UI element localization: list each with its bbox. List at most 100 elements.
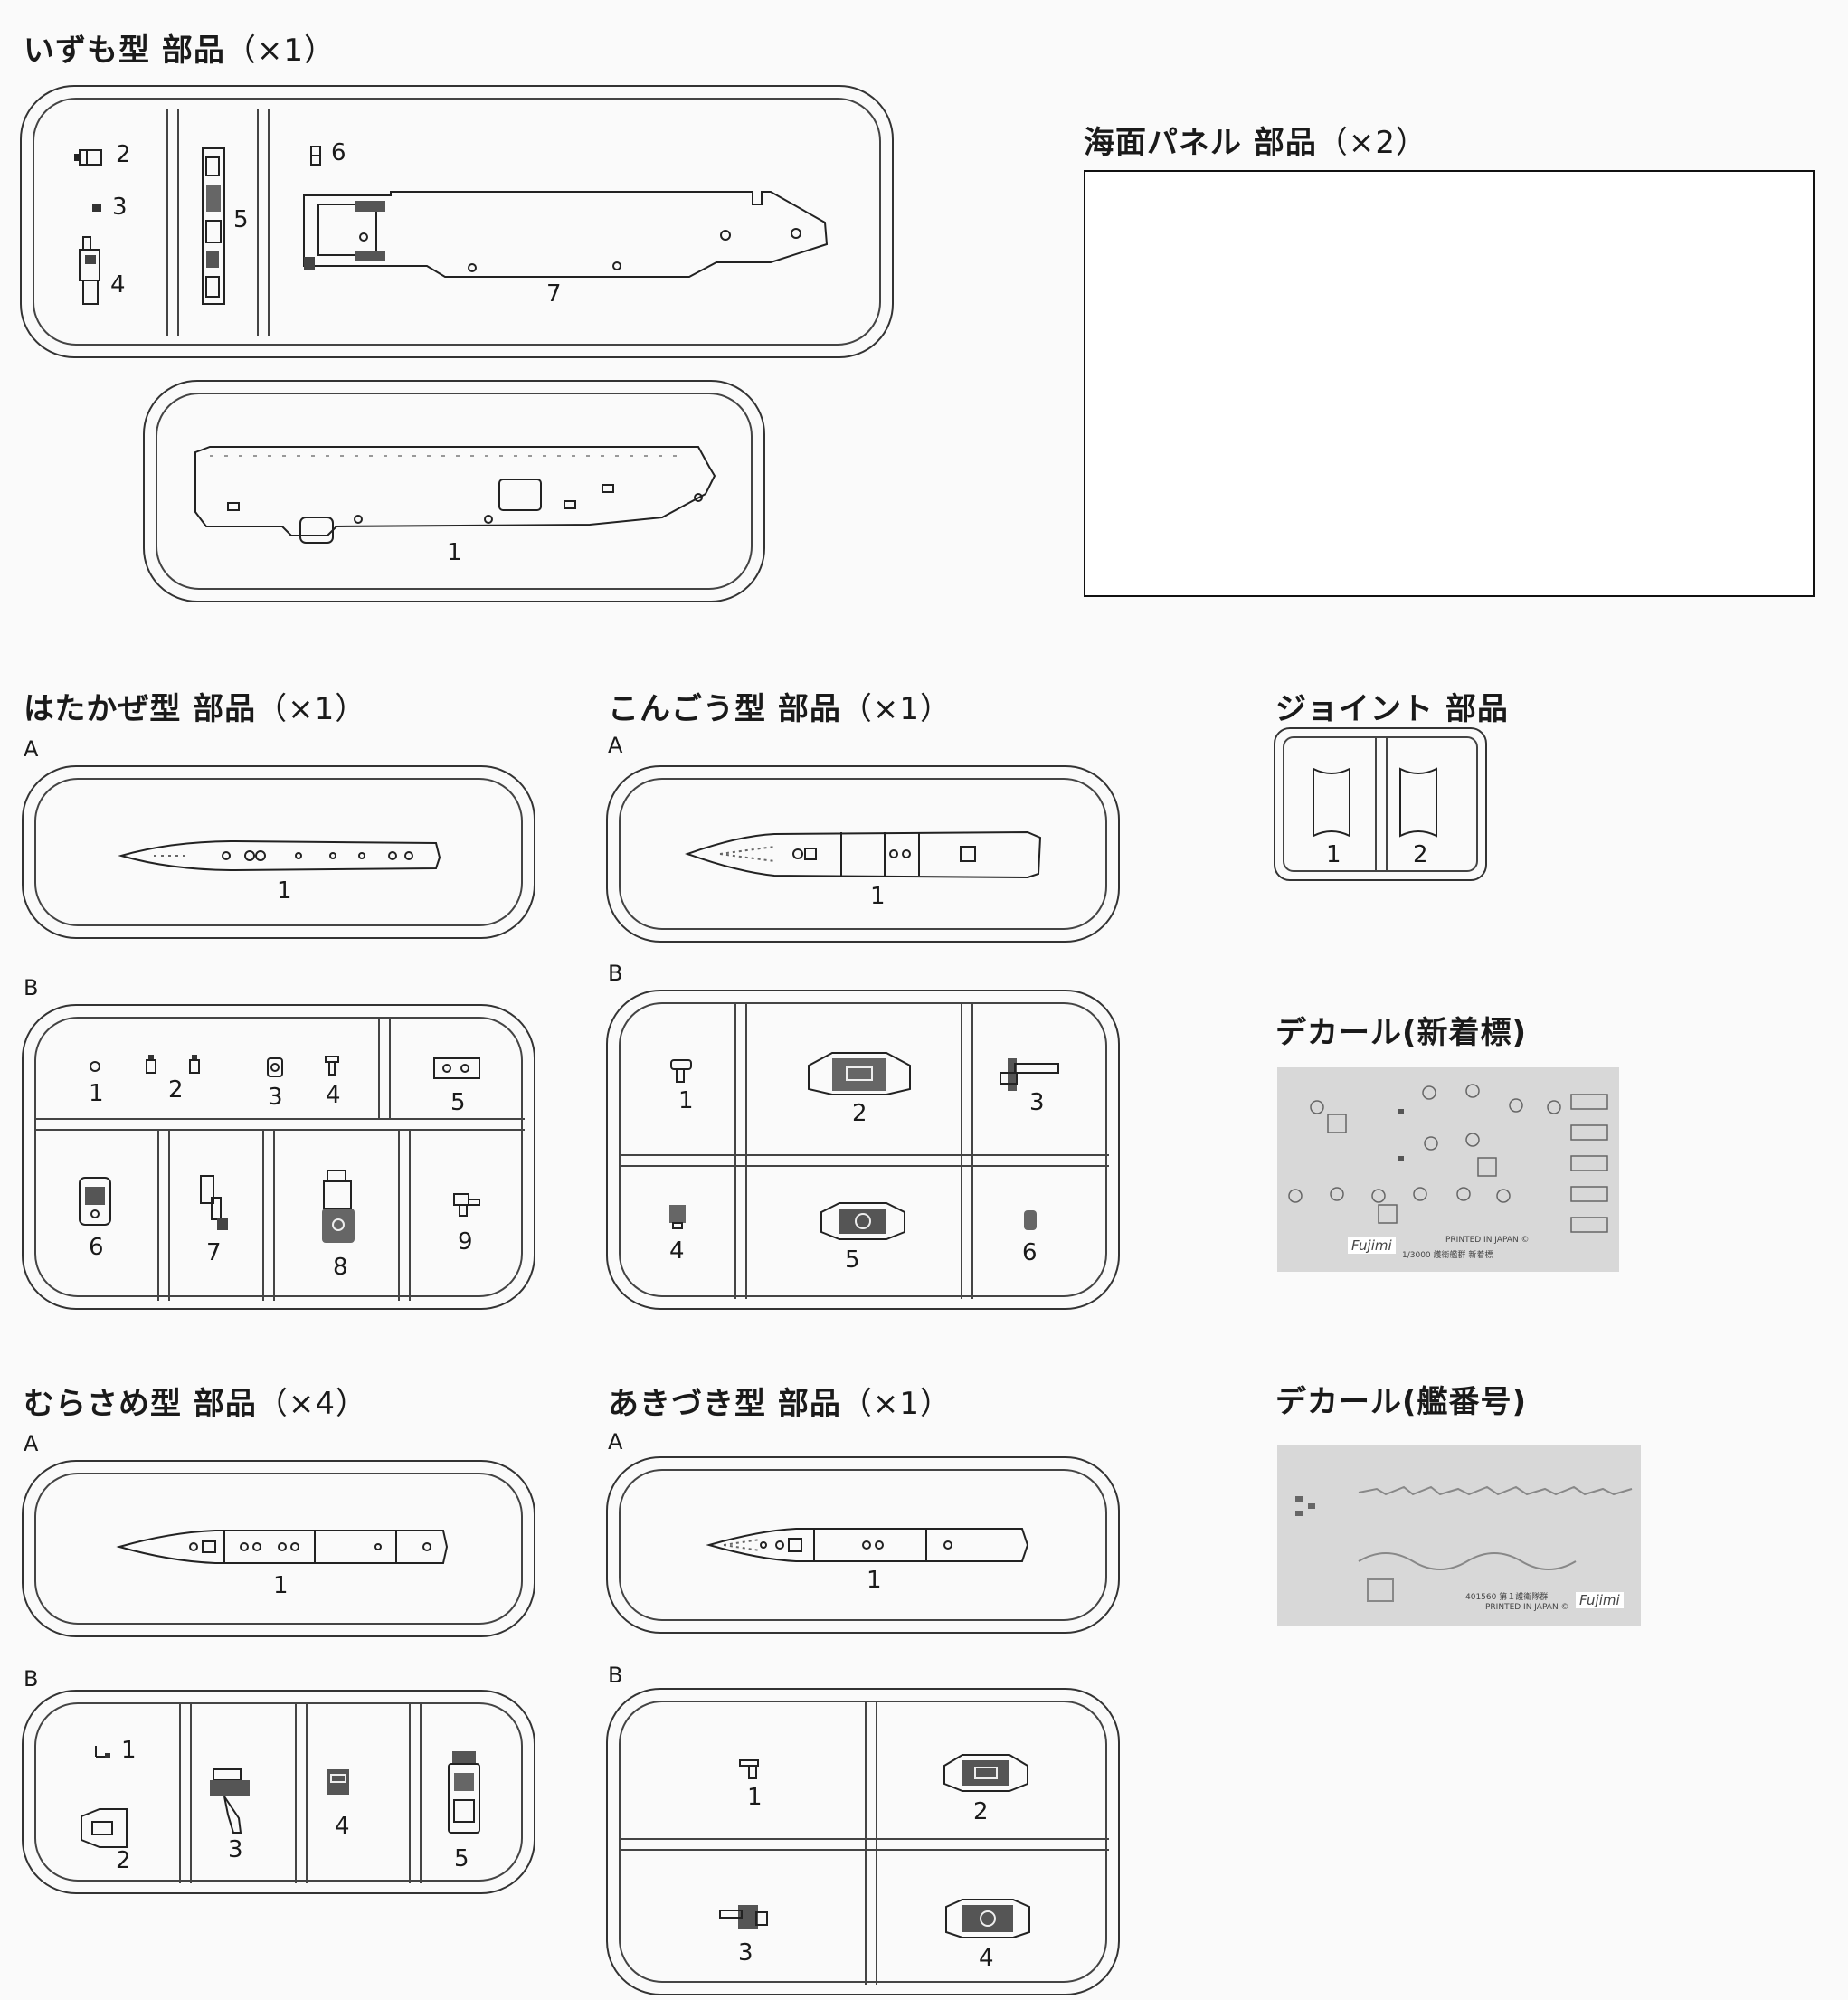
kongou-section-title: こんごう型 部品（×1） <box>608 684 952 728</box>
murasame-b-part-4-shape <box>327 1769 349 1795</box>
akizuki-b-part-3-label: 3 <box>738 1939 753 1967</box>
murasame-b-part-3-label: 3 <box>228 1836 243 1863</box>
hatakaze-b-part-7-label: 7 <box>206 1239 222 1266</box>
izumo-part-2-shape <box>74 149 102 166</box>
joint-part-1-label: 1 <box>1326 841 1341 868</box>
kongou-b-part-3-shape <box>1000 1058 1059 1091</box>
decal-hull-title-text: デカール(艦番号) <box>1275 1384 1528 1420</box>
akizuki-qty: （×1） <box>840 1386 952 1422</box>
izumo-part-2-label: 2 <box>116 141 131 168</box>
murasame-sprue-b <box>22 1690 535 1894</box>
kongou-b-part-5-label: 5 <box>845 1246 860 1274</box>
hatakaze-b-part-5-shape <box>433 1057 480 1079</box>
izumo-part-5-shape <box>202 147 225 305</box>
akizuki-sprue-a-label: A <box>608 1429 623 1455</box>
decal-hull-print-line1: 401560 第１護衛隊群 <box>1465 1593 1549 1602</box>
izumo-part-1-label: 1 <box>447 539 462 566</box>
hatakaze-sprue-a-label: A <box>24 736 39 762</box>
decal-hull-brand-logo: Fujimi <box>1576 1592 1624 1608</box>
izumo-part-7-label: 7 <box>546 280 562 308</box>
hatakaze-b-part-2-shape <box>146 1055 200 1074</box>
joint-part-1-shape <box>1313 767 1350 838</box>
hatakaze-b-part-7-shape <box>200 1175 228 1230</box>
hatakaze-b-part-2-label: 2 <box>168 1076 184 1104</box>
izumo-part-6-label: 6 <box>331 139 346 166</box>
murasame-b-part-1-shape <box>95 1746 110 1758</box>
sea-panel-part <box>1084 170 1815 597</box>
izumo-title-text: いずも型 部品 <box>24 33 225 69</box>
izumo-part-1-hull <box>194 446 716 544</box>
izumo-section-title: いずも型 部品（×1） <box>24 25 336 70</box>
kongou-sprue-b-label: B <box>608 961 623 986</box>
hatakaze-b-part-9-shape <box>453 1193 480 1217</box>
izumo-qty: （×1） <box>224 33 336 69</box>
kongou-b-part-1-label: 1 <box>678 1087 694 1114</box>
izumo-sprue-top <box>20 85 894 358</box>
decal-hull-marks <box>1295 1485 1633 1602</box>
decal-new-section-title: デカール(新着標) <box>1275 1008 1527 1052</box>
joint-part-2-shape <box>1399 767 1437 838</box>
hatakaze-b-part-6-shape <box>79 1177 111 1226</box>
hatakaze-b-part-9-label: 9 <box>458 1228 473 1256</box>
murasame-b-part-5-shape <box>448 1751 480 1834</box>
sea-panel-title-text: 海面パネル 部品 <box>1084 125 1317 161</box>
sea-panel-qty: （×2） <box>1316 125 1427 161</box>
akizuki-b-part-2-shape <box>943 1754 1028 1792</box>
decal-new-title-text: デカール(新着標) <box>1275 1015 1528 1051</box>
hatakaze-section-title: はたかぜ型 部品（×1） <box>24 684 366 728</box>
kongou-b-part-6-shape <box>1024 1210 1037 1230</box>
decal-new-sheet: PRINTED IN JAPAN © 1/3000 護衛艦群 新着標 Fujim… <box>1277 1067 1619 1272</box>
kongou-sprue-a <box>606 765 1120 943</box>
kongou-sprue-a-label: A <box>608 733 623 758</box>
decal-new-print-line2: 1/3000 護衛艦群 新着標 <box>1402 1251 1493 1260</box>
decal-new-print-line1: PRINTED IN JAPAN © <box>1445 1236 1530 1245</box>
kongou-b-part-1-shape <box>670 1059 692 1083</box>
kongou-sprue-b <box>606 990 1120 1310</box>
kongou-qty: （×1） <box>840 691 952 727</box>
murasame-b-part-1-label: 1 <box>121 1737 137 1764</box>
hatakaze-a-part-1-label: 1 <box>277 877 292 905</box>
hatakaze-b-part-8-shape <box>322 1170 355 1243</box>
kongou-b-part-6-label: 6 <box>1022 1239 1038 1266</box>
kongou-b-part-4-shape <box>669 1205 686 1229</box>
akizuki-b-part-2-label: 2 <box>973 1798 989 1825</box>
kongou-b-part-2-shape <box>808 1052 911 1095</box>
izumo-sprue-bottom <box>143 380 765 602</box>
hatakaze-b-part-4-shape <box>325 1056 339 1076</box>
kongou-a-part-1-hull <box>685 830 1042 879</box>
murasame-b-part-2-label: 2 <box>116 1847 131 1874</box>
decal-new-brand-logo: Fujimi <box>1348 1237 1396 1254</box>
hatakaze-sprue-b-label: B <box>24 975 39 1000</box>
akizuki-sprue-b <box>606 1688 1120 1995</box>
kongou-title-text: こんごう型 部品 <box>608 691 841 727</box>
hatakaze-title-text: はたかぜ型 部品 <box>24 691 257 727</box>
joint-sprue <box>1274 727 1487 881</box>
kongou-b-part-4-label: 4 <box>669 1237 685 1265</box>
murasame-a-part-1-label: 1 <box>273 1572 289 1599</box>
akizuki-b-part-4-label: 4 <box>979 1945 994 1972</box>
akizuki-title-text: あきづき型 部品 <box>608 1386 841 1422</box>
joint-title-text: ジョイント 部品 <box>1275 691 1509 727</box>
akizuki-section-title: あきづき型 部品（×1） <box>608 1379 952 1423</box>
hatakaze-b-part-3-label: 3 <box>268 1084 283 1111</box>
izumo-part-4-label: 4 <box>110 271 126 299</box>
hatakaze-b-part-5-label: 5 <box>450 1089 466 1116</box>
decal-hull-sheet: 401560 第１護衛隊群 PRINTED IN JAPAN © Fujimi <box>1277 1445 1641 1626</box>
izumo-part-3-shape <box>92 204 101 212</box>
murasame-b-part-2-shape <box>81 1808 128 1848</box>
murasame-b-part-3-shape <box>210 1768 250 1834</box>
akizuki-b-part-1-shape <box>739 1759 759 1779</box>
murasame-sprue-a-label: A <box>24 1431 39 1456</box>
murasame-b-part-4-label: 4 <box>335 1813 350 1840</box>
decal-hull-section-title: デカール(艦番号) <box>1275 1377 1527 1421</box>
decal-new-marks <box>1288 1084 1608 1233</box>
murasame-section-title: むらさめ型 部品（×4） <box>24 1379 367 1423</box>
izumo-part-7-deck <box>303 191 829 278</box>
murasame-qty: （×4） <box>256 1386 367 1422</box>
izumo-part-3-label: 3 <box>112 194 128 221</box>
akizuki-sprue-b-label: B <box>608 1663 623 1688</box>
hatakaze-qty: （×1） <box>256 691 367 727</box>
sea-panel-section-title: 海面パネル 部品（×2） <box>1084 118 1427 162</box>
akizuki-a-part-1-hull <box>706 1528 1029 1562</box>
izumo-part-4-shape <box>79 236 100 305</box>
